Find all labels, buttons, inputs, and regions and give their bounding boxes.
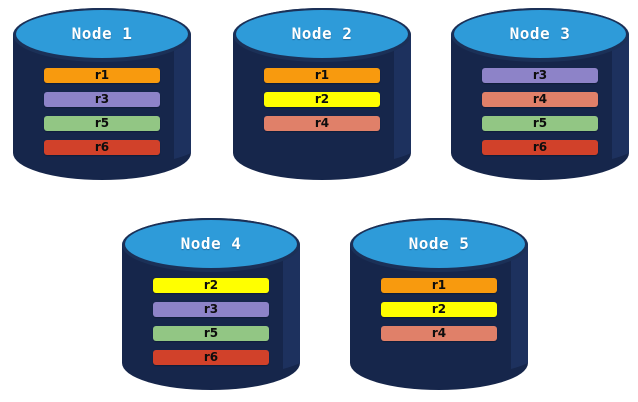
cylinder-node-5[interactable]: Node 5 r1 r2 r4 bbox=[349, 216, 529, 392]
node-label: Node 2 bbox=[291, 24, 353, 43]
node-label: Node 1 bbox=[71, 24, 133, 43]
row-list: r1 r2 r4 bbox=[349, 278, 529, 341]
row-list: r2 r3 r5 r6 bbox=[121, 278, 301, 365]
row-bar[interactable]: r3 bbox=[482, 68, 598, 83]
row-bar[interactable]: r4 bbox=[264, 116, 380, 131]
row-bar[interactable]: r6 bbox=[44, 140, 160, 155]
row-bar[interactable]: r1 bbox=[381, 278, 497, 293]
row-bar[interactable]: r4 bbox=[381, 326, 497, 341]
row-bar[interactable]: r4 bbox=[482, 92, 598, 107]
row-bar[interactable]: r1 bbox=[264, 68, 380, 83]
row-bar[interactable]: r3 bbox=[44, 92, 160, 107]
row-bar[interactable]: r5 bbox=[44, 116, 160, 131]
cylinder-side-shading bbox=[283, 245, 300, 369]
row-bar[interactable]: r6 bbox=[153, 350, 269, 365]
cylinder-node-4[interactable]: Node 4 r2 r3 r5 r6 bbox=[121, 216, 301, 392]
cylinder-top-face bbox=[236, 10, 408, 58]
node-label: Node 3 bbox=[509, 24, 571, 43]
row-bar[interactable]: r2 bbox=[153, 278, 269, 293]
row-bar[interactable]: r5 bbox=[153, 326, 269, 341]
cylinder-top-face bbox=[16, 10, 188, 58]
cylinder-top-face bbox=[125, 220, 297, 268]
cylinder-top-face bbox=[454, 10, 626, 58]
row-bar[interactable]: r6 bbox=[482, 140, 598, 155]
row-list: r3 r4 r5 r6 bbox=[450, 68, 630, 155]
cylinder-side-shading bbox=[394, 35, 411, 159]
row-list: r1 r3 r5 r6 bbox=[12, 68, 192, 155]
row-bar[interactable]: r5 bbox=[482, 116, 598, 131]
cylinder-node-1[interactable]: Node 1 r1 r3 r5 r6 bbox=[12, 6, 192, 182]
cylinder-node-2[interactable]: Node 2 r1 r2 r4 bbox=[232, 6, 412, 182]
row-bar[interactable]: r2 bbox=[264, 92, 380, 107]
row-bar[interactable]: r2 bbox=[381, 302, 497, 317]
row-list: r1 r2 r4 bbox=[232, 68, 412, 131]
node-label: Node 5 bbox=[408, 234, 470, 253]
node-label: Node 4 bbox=[180, 234, 242, 253]
cylinder-side-shading bbox=[511, 245, 528, 369]
cylinder-top-face bbox=[353, 220, 525, 268]
row-bar[interactable]: r1 bbox=[44, 68, 160, 83]
cylinder-node-3[interactable]: Node 3 r3 r4 r5 r6 bbox=[450, 6, 630, 182]
cylinder-side-shading bbox=[174, 35, 191, 159]
cylinder-side-shading bbox=[612, 35, 629, 159]
row-bar[interactable]: r3 bbox=[153, 302, 269, 317]
